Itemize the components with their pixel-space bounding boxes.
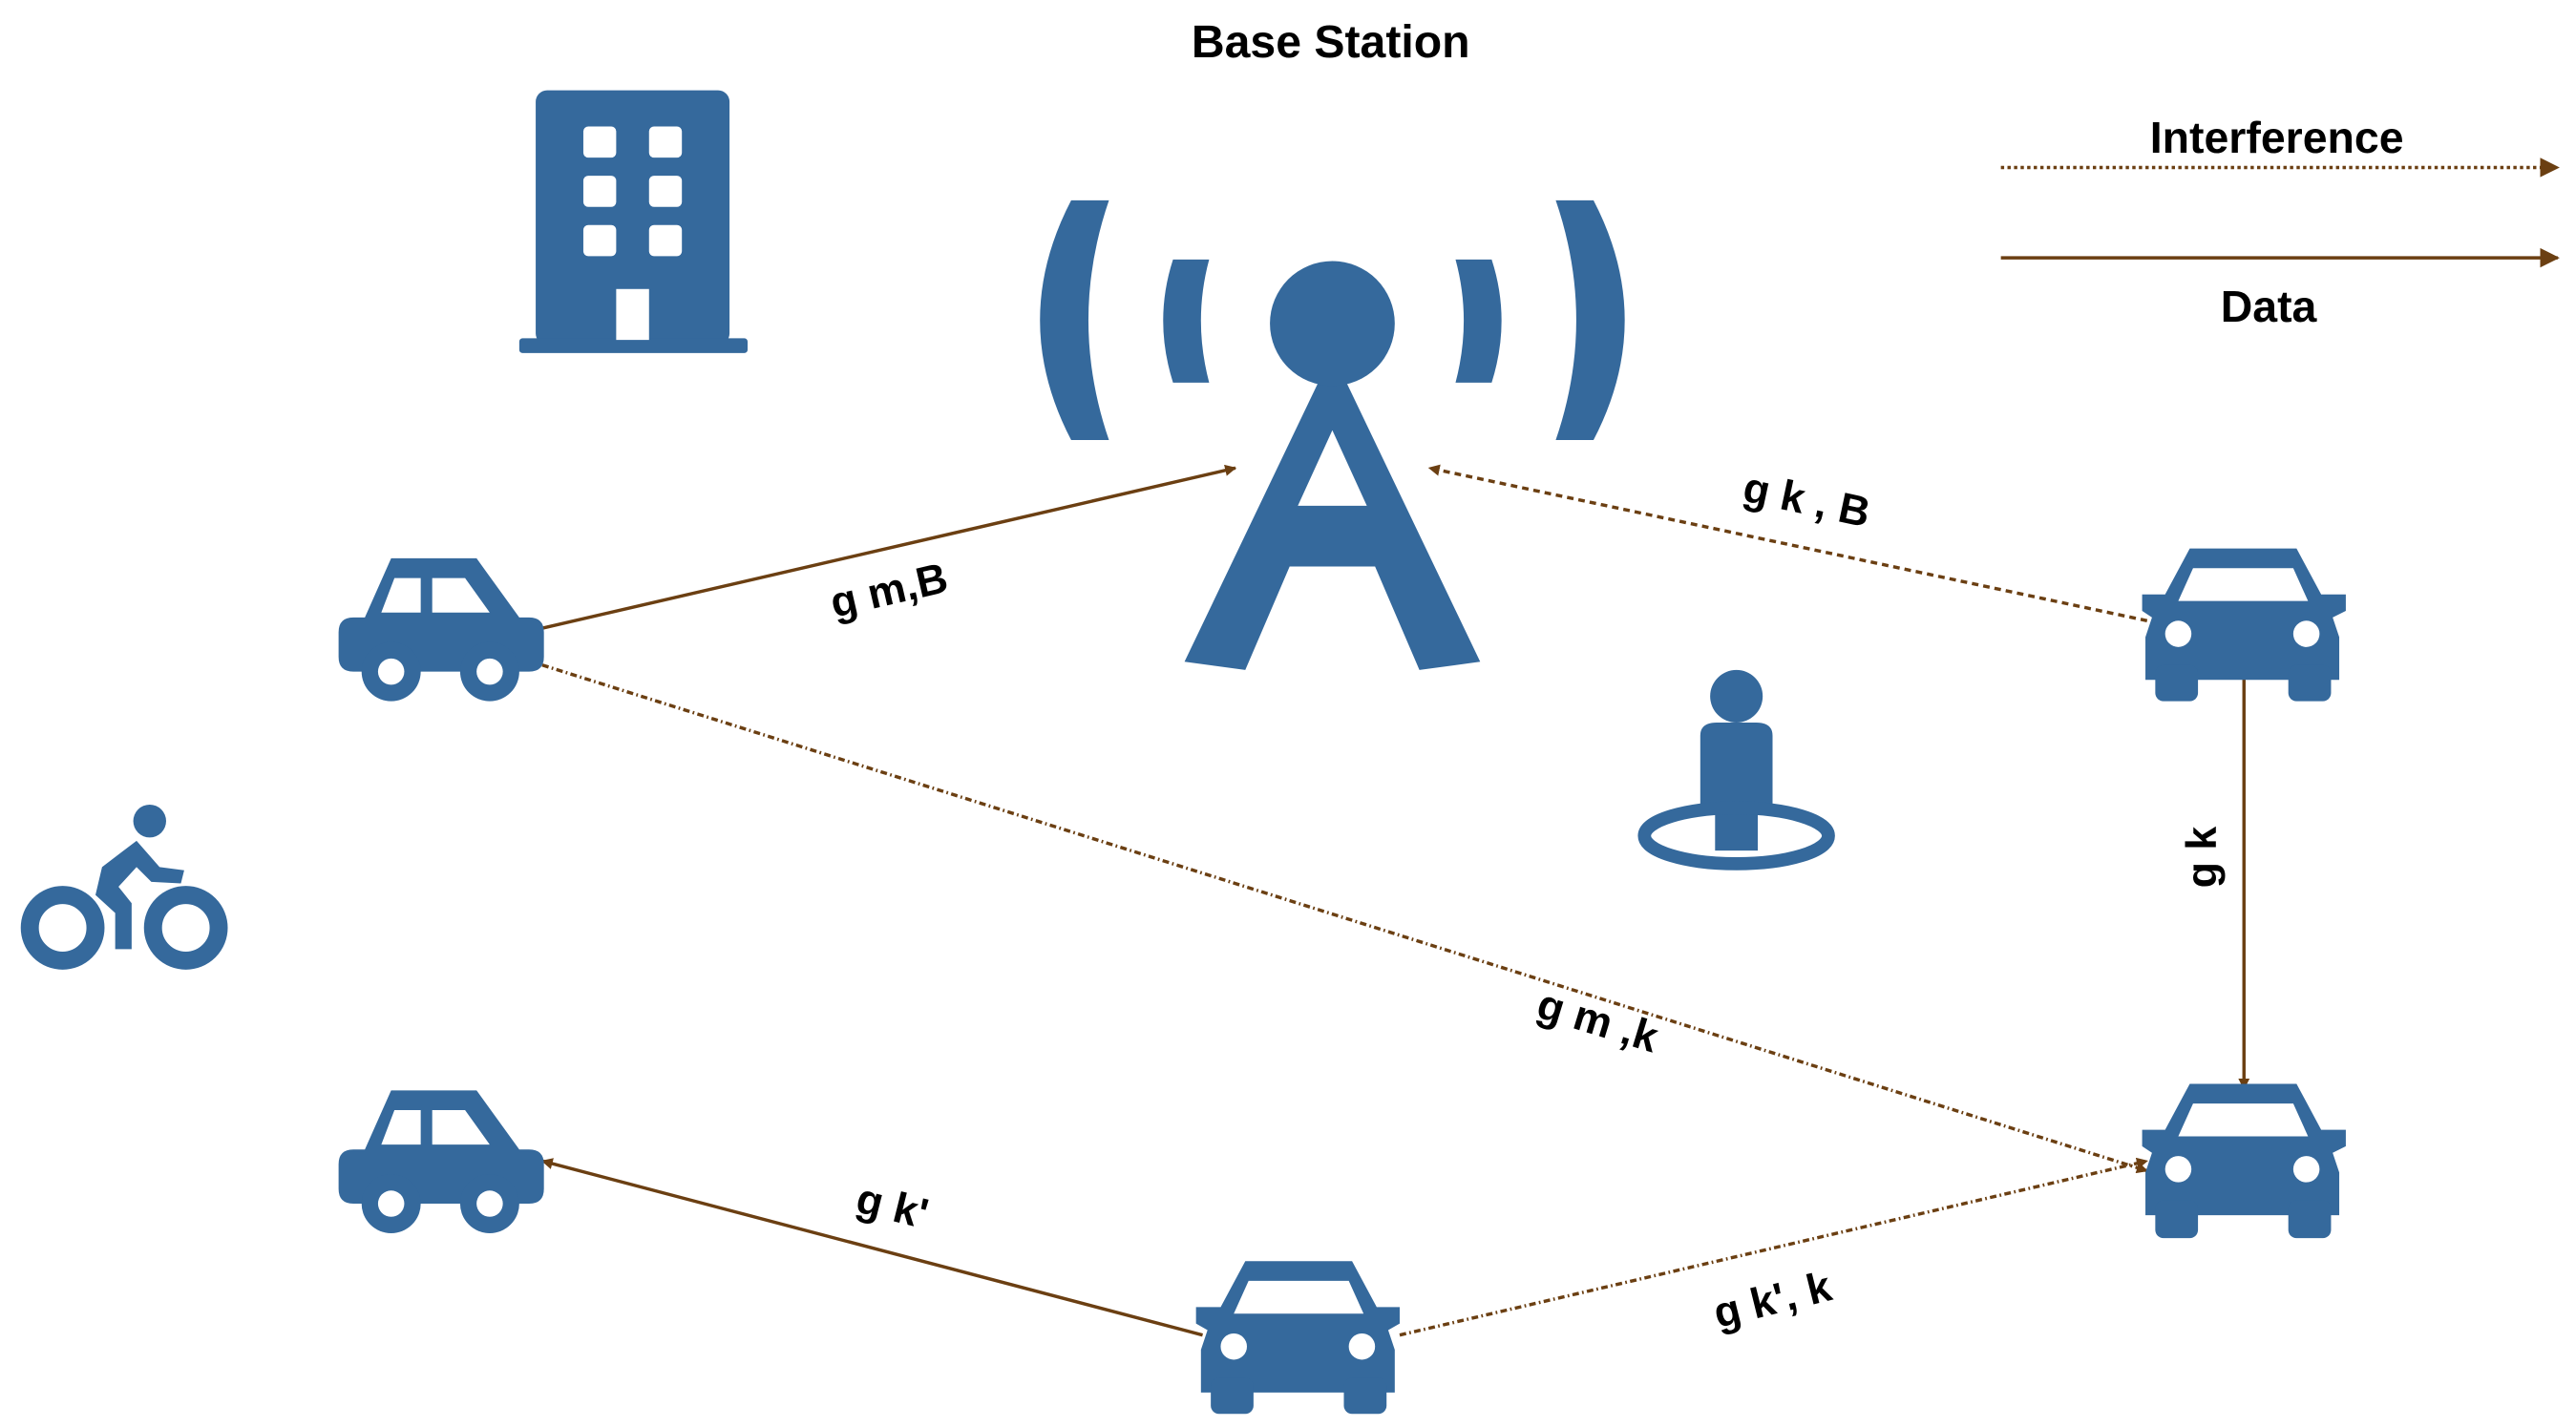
link-m-to-bs <box>538 464 1237 631</box>
link-k-to-bs <box>1427 464 2148 622</box>
legend: Interference Data <box>2000 113 2560 331</box>
pedestrian-icon <box>1637 669 1835 871</box>
legend-data-label: Data <box>2221 282 2318 331</box>
car-side-icon <box>338 557 544 702</box>
link-label-gmB: g m,B <box>826 555 952 627</box>
link-label-gk: g k <box>2179 827 2226 889</box>
legend-interference-label: Interference <box>2150 113 2404 162</box>
antenna-tower-icon <box>1040 199 1625 670</box>
link-kp-to-kpdest <box>540 1158 1203 1337</box>
links <box>538 464 2250 1337</box>
car-front-icon <box>1195 1261 1400 1415</box>
car-front-icon <box>2142 548 2346 702</box>
link-label-gkB: g k , B <box>1739 464 1873 536</box>
cyclist-icon <box>20 804 228 970</box>
link-m-to-kdest <box>541 663 2148 1174</box>
building-icon <box>518 90 748 353</box>
link-label-gmk: g m ,k <box>1531 981 1663 1062</box>
car-front-icon <box>2142 1083 2346 1239</box>
link-labels: g m,B g k , B g k g m ,k g k' g k', k <box>826 464 2226 1337</box>
link-label-gkp: g k' <box>852 1175 933 1238</box>
link-label-gkpk: g k', k <box>1709 1263 1836 1337</box>
link-kp-to-kdest <box>1399 1157 2148 1337</box>
diagram-title: Base Station <box>1192 16 1470 68</box>
car-side-icon <box>338 1090 544 1233</box>
